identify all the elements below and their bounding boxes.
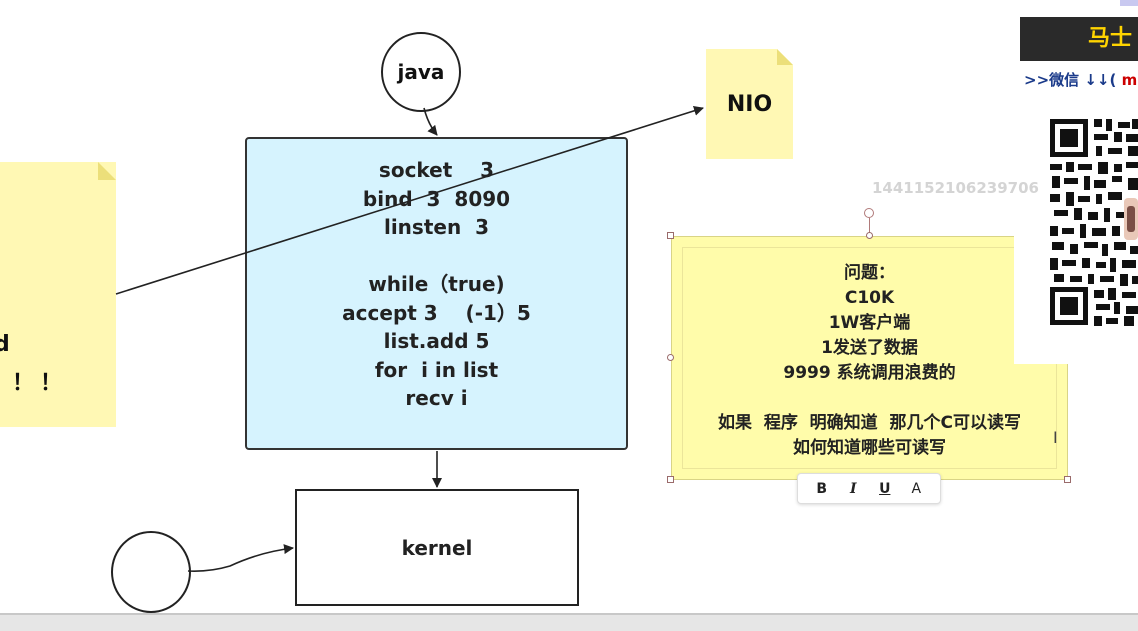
wechat-label: >>微信 ↓↓( m [1024,69,1137,90]
code-line: linsten 3 [383,215,490,239]
italic-button[interactable]: I [849,480,857,497]
nio-label: NIO [726,91,773,117]
resize-handle-se[interactable] [1064,476,1071,483]
underline-button[interactable]: U [879,480,891,497]
java-circle-node[interactable]: java [381,32,461,112]
question-line[interactable]: 如果 程序 明确知道 那几个C可以读写 [718,413,1021,433]
text-color-button[interactable]: A [911,480,922,497]
question-sticky-note[interactable]: 问题： C10K 1W客户端 1发送了数据 9999 系统调用浪费的 如果 程序… [671,236,1068,480]
question-line[interactable]: 9999 系统调用浪费的 [783,363,956,383]
code-line: for i in list [374,357,499,382]
code-line: list.add 5 [383,329,490,353]
code-line: accept 3 (-1）5 [342,300,531,325]
kernel-node[interactable]: kernel [295,489,579,606]
bottom-scrollbar[interactable] [0,613,1138,631]
left-note-line: ！！！ [0,371,69,396]
resize-handle-n[interactable] [866,232,873,239]
java-to-code-arrow[interactable] [423,107,438,136]
question-line[interactable]: 1发送了数据 [821,338,918,358]
question-line[interactable]: 1W客户端 [828,313,911,333]
left-note-line: d [0,332,10,357]
code-block-node[interactable]: socket 3 bind 3 8090 linsten 3 while（tru… [245,137,628,450]
promo-panel: 马士 >>微信 ↓↓( m [1014,0,1138,364]
watermark-text: 1441152106239706 [872,179,1039,197]
top-right-indicator [1120,0,1138,6]
qr-code-icon [1048,116,1138,328]
wechat-prefix: >>微信 ↓↓( [1024,71,1122,89]
bold-button[interactable]: B [816,480,828,497]
code-line: while（true) [368,272,505,296]
code-line [247,242,626,271]
resize-handle-nw[interactable] [667,232,674,239]
rotate-handle[interactable] [864,208,874,218]
question-line[interactable] [672,386,1067,411]
note-fold [98,162,116,180]
nio-sticky-note[interactable]: NIO [706,49,793,159]
java-label: java [397,60,445,84]
code-line: bind 3 8090 [362,186,511,211]
question-line[interactable]: 如何知道哪些可读写 [793,438,946,458]
wechat-id-fragment: m [1121,71,1138,89]
circle-to-kernel-arrow[interactable] [187,544,294,572]
code-line: socket 3 [378,158,495,182]
left-sticky-note[interactable]: d ！！！ [0,162,116,427]
text-cursor-icon: Ⅰ [1053,428,1058,447]
resize-handle-w[interactable] [667,354,674,361]
resize-handle-sw[interactable] [667,476,674,483]
empty-circle-node[interactable] [111,531,191,613]
kernel-label: kernel [401,535,473,560]
code-line: recv i [405,386,468,410]
question-line[interactable]: C10K [844,288,895,308]
promo-banner: 马士 [1020,17,1138,61]
rotate-handle-stem [869,218,870,236]
text-format-toolbar: B I U A [797,473,941,504]
question-line[interactable]: 问题： [844,263,895,283]
